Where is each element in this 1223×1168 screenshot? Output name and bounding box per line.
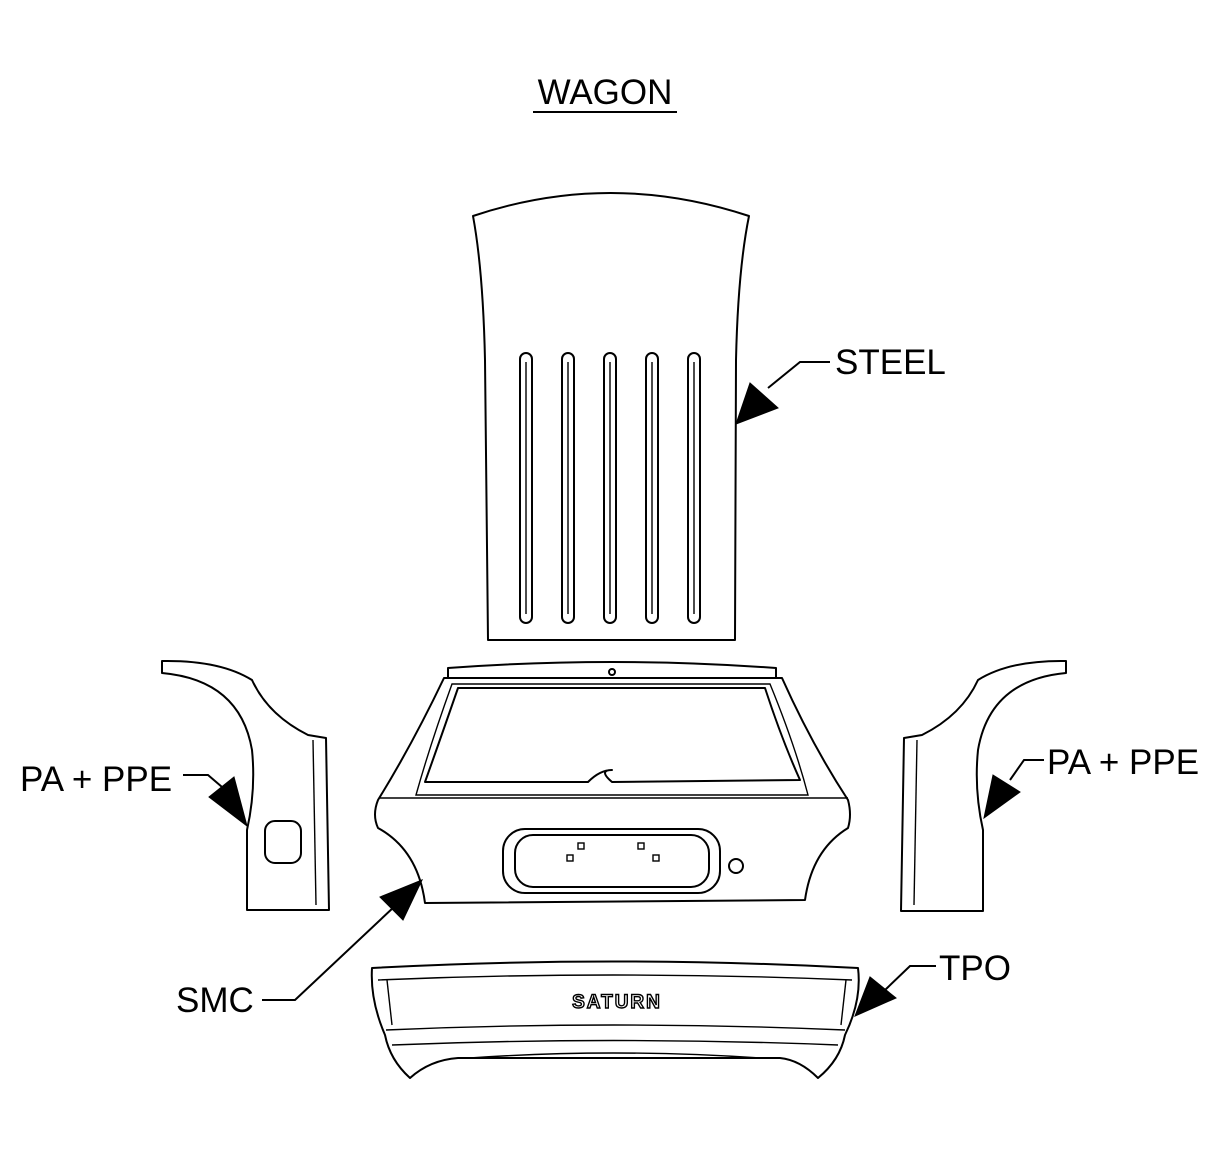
smc-callout: SMC (176, 879, 424, 1020)
roof-panel (472, 192, 750, 641)
smc-label: SMC (176, 981, 254, 1020)
bumper-badge: SATURN (572, 992, 662, 1013)
tpo-label: TPO (939, 949, 1011, 988)
tpo-callout: TPO (854, 949, 1011, 1017)
right-pa-ppe-label: PA + PPE (1047, 743, 1199, 782)
left-pa-ppe-callout: PA + PPE (20, 760, 248, 828)
liftgate-lock (728, 858, 744, 874)
diagram-title: WAGON (538, 73, 673, 112)
right-quarter-panel (900, 659, 1067, 912)
right-pa-ppe-callout: PA + PPE (983, 743, 1199, 820)
roof-ribs (519, 352, 701, 624)
steel-callout: STEEL (735, 343, 946, 425)
license-plate-recess (502, 828, 721, 894)
left-quarter-panel (161, 659, 330, 911)
rear-bumper: SATURN (370, 960, 860, 1079)
liftgate (374, 661, 851, 904)
steel-label: STEEL (835, 343, 946, 382)
left-pa-ppe-label: PA + PPE (20, 760, 172, 799)
